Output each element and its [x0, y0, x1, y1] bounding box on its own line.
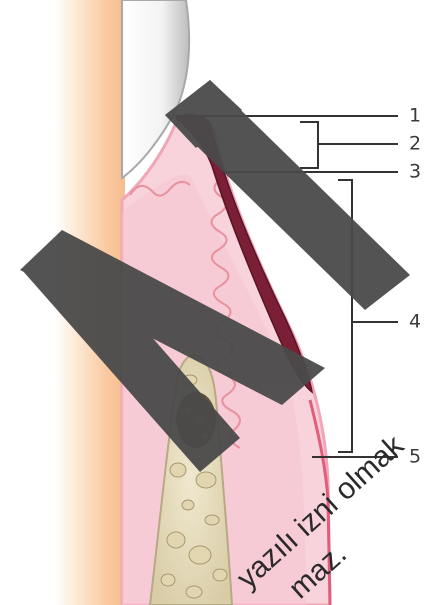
label-5: 5: [409, 446, 421, 468]
label-3: 3: [409, 161, 421, 183]
label-1: 1: [409, 105, 421, 127]
label-4: 4: [409, 311, 421, 333]
label-2: 2: [409, 133, 421, 155]
